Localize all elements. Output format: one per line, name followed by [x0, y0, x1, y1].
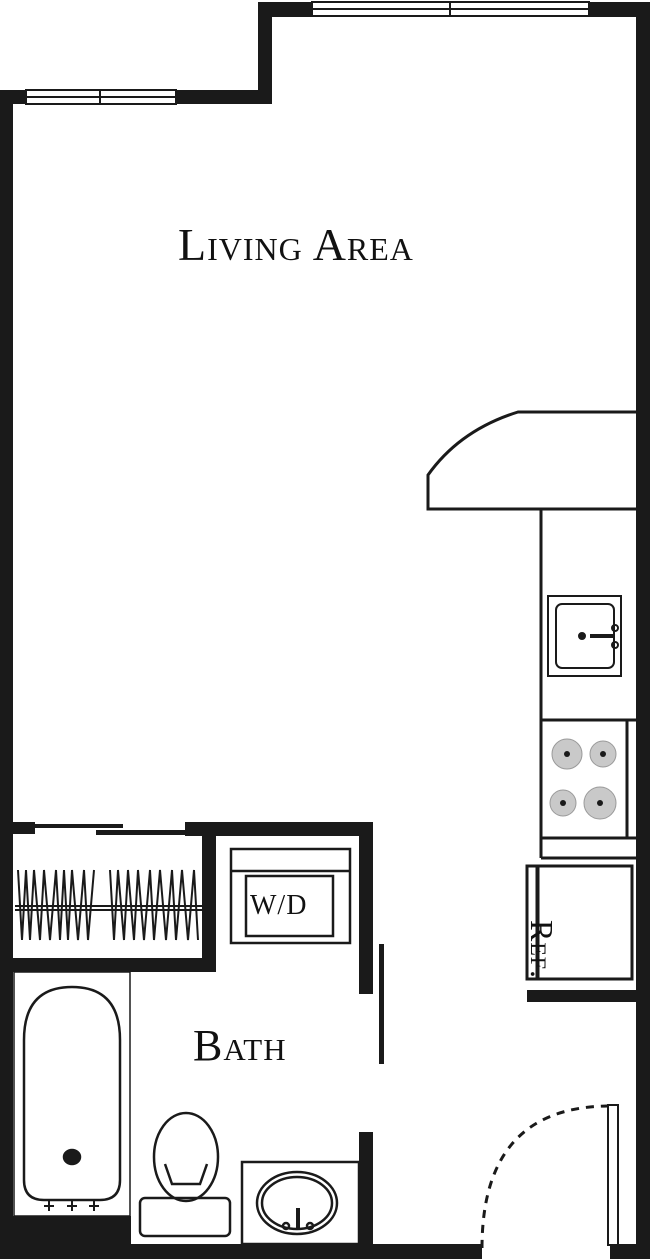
refrigerator-label: Ref.: [524, 920, 560, 980]
kitchen-sink-icon: [547, 595, 622, 677]
room-label-living-area: Living Area: [178, 219, 414, 270]
washer-dryer-icon: [229, 847, 352, 945]
entry-door: [480, 1104, 619, 1249]
bath-sink-icon: [240, 1160, 361, 1246]
toilet-icon: [138, 1111, 232, 1238]
bathtub-icon: [13, 971, 131, 1217]
window-left: [25, 89, 177, 105]
room-label-bath: Bath: [193, 1021, 287, 1070]
closet-rod-icon: [15, 869, 202, 941]
kitchen-counter: [426, 410, 636, 860]
window-top: [311, 1, 590, 17]
closet-doors: [35, 824, 186, 835]
bath-door: [379, 944, 384, 1064]
refrigerator-icon: [525, 864, 634, 981]
stove-icon: [549, 738, 617, 820]
washer-dryer-label: W/D: [250, 890, 308, 921]
